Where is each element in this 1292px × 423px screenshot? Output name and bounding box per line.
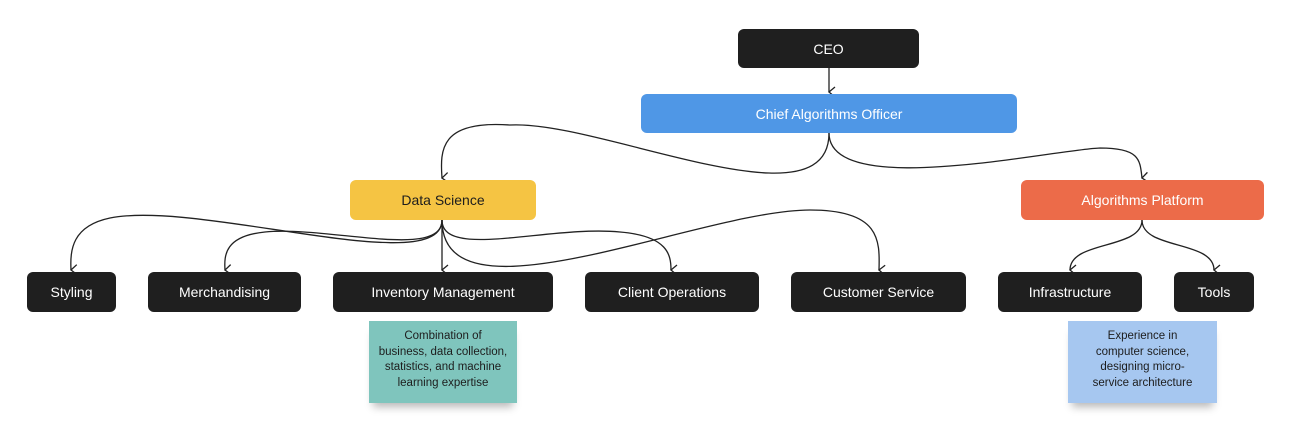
styling-label: Styling [50,284,93,300]
data-science-label: Data Science [401,192,485,208]
chief-algorithms-officer-node[interactable]: Chief Algorithms Officer [641,94,1017,133]
merchandising-label: Merchandising [178,284,271,300]
ceo-label: CEO [813,40,844,57]
note-line: learning expertise [397,376,489,389]
algorithms-platform-node[interactable]: Algorithms Platform [1021,180,1264,220]
chief-algorithms-officer-label: Chief Algorithms Officer [755,105,903,122]
note-line: computer science, [1095,345,1190,358]
note-line: statistics, and machine [384,361,502,373]
connector-ds-styling [69,214,443,276]
data-science-sticky-note: Combination of business, data collection… [369,321,517,403]
connector-ap-tools [1141,219,1221,276]
connector-cao-algorithms-platform [828,132,1149,183]
tools-label: Tools [1197,284,1231,300]
note-line: designing micro- [1100,361,1185,373]
connector-ds-customer-service [441,209,886,276]
platform-sticky-note: Experience in computer science, designin… [1068,321,1217,403]
ceo-node[interactable]: CEO [738,29,919,68]
connector-ds-client-ops [441,219,678,276]
inventory-management-label: Inventory Management [371,284,515,300]
client-operations-label: Client Operations [617,284,727,300]
data-science-node[interactable]: Data Science [350,180,536,220]
tools-node[interactable]: Tools [1174,272,1254,312]
customer-service-node[interactable]: Customer Service [791,272,966,312]
algorithms-platform-label: Algorithms Platform [1081,192,1204,208]
connector-ds-merchandising [223,219,443,276]
client-operations-node[interactable]: Client Operations [585,272,759,312]
note-line: business, data collection, [378,345,508,358]
note-line: Combination of [404,330,482,342]
inventory-management-node[interactable]: Inventory Management [333,272,553,312]
note-line: service architecture [1092,376,1193,389]
customer-service-label: Customer Service [822,284,935,300]
connector-cao-data-science [440,123,830,184]
merchandising-node[interactable]: Merchandising [148,272,301,312]
infrastructure-label: Infrastructure [1028,284,1112,300]
connector-ap-infrastructure [1068,219,1143,276]
infrastructure-node[interactable]: Infrastructure [998,272,1142,312]
note-line: Experience in [1107,330,1178,342]
styling-node[interactable]: Styling [27,272,116,312]
